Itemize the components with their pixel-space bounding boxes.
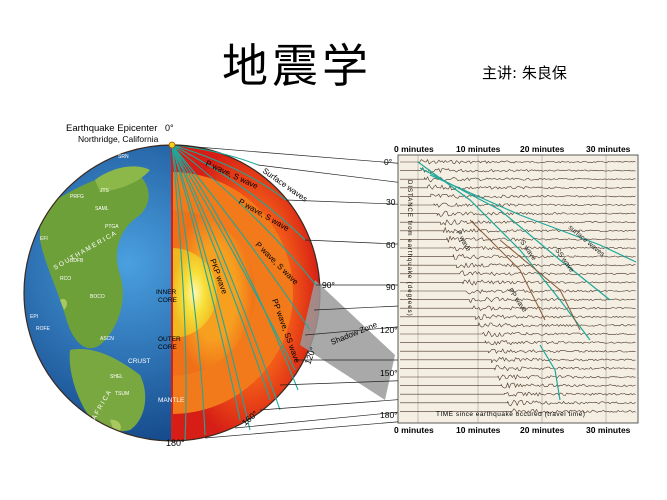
seismogram-trace — [400, 253, 636, 260]
epicenter-location: Northridge, California — [78, 134, 159, 144]
seismogram-trace — [400, 289, 636, 295]
seismogram-trace — [400, 356, 636, 364]
crust-label: CRUST — [128, 358, 150, 365]
seismogram-trace — [400, 374, 636, 381]
station-label: TSUM — [115, 391, 129, 397]
bottom-axis-0: 0 minutes — [394, 425, 434, 435]
seismogram-trace — [400, 235, 636, 243]
station-label: PTGA — [105, 224, 119, 230]
mantle-label: MANTLE — [158, 397, 185, 404]
inner-core-label-2: CORE — [158, 297, 177, 304]
distance-tick-120: 120° — [380, 325, 398, 335]
seismogram-trace — [400, 305, 636, 311]
station-label: ASCN — [100, 336, 114, 342]
station-labels: SRN PRFG JTS EFI BDFB RCO ASCN SHEL TSUM… — [30, 154, 129, 397]
seismic-ray-paths — [171, 144, 317, 441]
seismogram-trace — [400, 278, 636, 286]
seismogram-trace — [400, 340, 636, 346]
seismogram-trace — [400, 226, 636, 234]
seismogram-trace — [400, 408, 636, 414]
phase-arrivals-secondary — [469, 219, 581, 331]
seismogram-trace — [400, 296, 636, 304]
angle-180: 180° — [166, 438, 185, 448]
top-axis-10: 10 minutes — [456, 144, 501, 154]
seismogram-trace — [400, 348, 636, 354]
angle-0: 0° — [165, 123, 174, 133]
seismogram-trace — [400, 184, 636, 191]
inner-core-label-1: INNER — [156, 289, 177, 296]
epicenter-marker — [168, 141, 176, 149]
seismogram-trace — [400, 245, 636, 252]
seismogram-trace — [400, 193, 636, 199]
top-axis-0: 0 minutes — [394, 144, 434, 154]
outer-core-label-2: CORE — [158, 344, 177, 351]
bottom-axis-20: 20 minutes — [520, 425, 565, 435]
top-axis-30: 30 minutes — [586, 144, 631, 154]
globe — [23, 144, 421, 442]
station-label: ROFE — [36, 326, 51, 332]
station-label: EPI — [30, 314, 38, 320]
seismogram-traces — [400, 159, 636, 414]
seismogram-trace — [400, 166, 636, 174]
seismogram-background — [397, 154, 639, 424]
seismogram-trace — [400, 322, 636, 328]
seismogram-trace — [400, 314, 636, 321]
seismogram-trace — [400, 399, 636, 407]
station-label: SHEL — [110, 374, 123, 380]
seismogram-trace — [400, 210, 636, 217]
station-label: SRN — [118, 154, 129, 160]
continents — [40, 166, 150, 434]
lecturer-name: 主讲: 朱良保 — [482, 64, 567, 82]
distance-tick-150: 150° — [380, 368, 398, 378]
bottom-axis-30: 30 minutes — [586, 425, 631, 435]
station-label: BOCO — [90, 294, 105, 300]
station-label: BDFB — [70, 258, 84, 264]
seismogram-trace — [400, 262, 636, 269]
station-label: PRFG — [70, 194, 84, 200]
bottom-axis-10: 10 minutes — [456, 425, 501, 435]
seismogram-panel — [397, 154, 639, 424]
time-axis-title: TIME since earthquake occured (travel ti… — [436, 411, 585, 418]
seismogram-top-axis: 0 minutes 10 minutes 20 minutes 30 minut… — [394, 144, 631, 154]
distance-tick-30: 30 — [386, 197, 396, 207]
seismogram-trace — [400, 330, 636, 338]
station-label: JTS — [100, 188, 110, 194]
seismogram-trace — [400, 382, 636, 389]
epicenter-label: Earthquake Epicenter — [66, 123, 157, 134]
angle-90: 90° — [322, 280, 335, 290]
seismogram-trace — [400, 365, 636, 372]
distance-tick-180: 180° — [380, 410, 398, 420]
shadow-zone-area — [300, 280, 395, 400]
slide-title: 地震学 — [222, 39, 372, 93]
distance-tick-60: 60 — [386, 240, 396, 250]
seismogram-trace — [400, 159, 636, 165]
seismogram-bottom-axis: 0 minutes 10 minutes 20 minutes 30 minut… — [394, 425, 631, 435]
distance-ticks: 0° 30 60 90 120° 150° 180° — [380, 157, 398, 420]
top-axis-20: 20 minutes — [520, 144, 565, 154]
distance-guide-lines — [171, 144, 421, 439]
outer-core-label-1: OUTER — [158, 336, 181, 343]
station-label: EFI — [40, 236, 48, 242]
seismogram-trace — [400, 176, 636, 183]
distance-axis-title: DISTANCE from earthquake (degrees) — [406, 180, 412, 317]
station-label: RCO — [60, 276, 71, 282]
distance-tick-0: 0° — [384, 157, 392, 167]
seismogram-trace — [400, 202, 636, 208]
distance-tick-90: 90 — [386, 282, 396, 292]
station-label: SAML — [95, 206, 109, 212]
seismogram-trace — [400, 270, 636, 277]
seismogram-trace — [400, 391, 636, 397]
phase-arrivals — [417, 161, 637, 401]
